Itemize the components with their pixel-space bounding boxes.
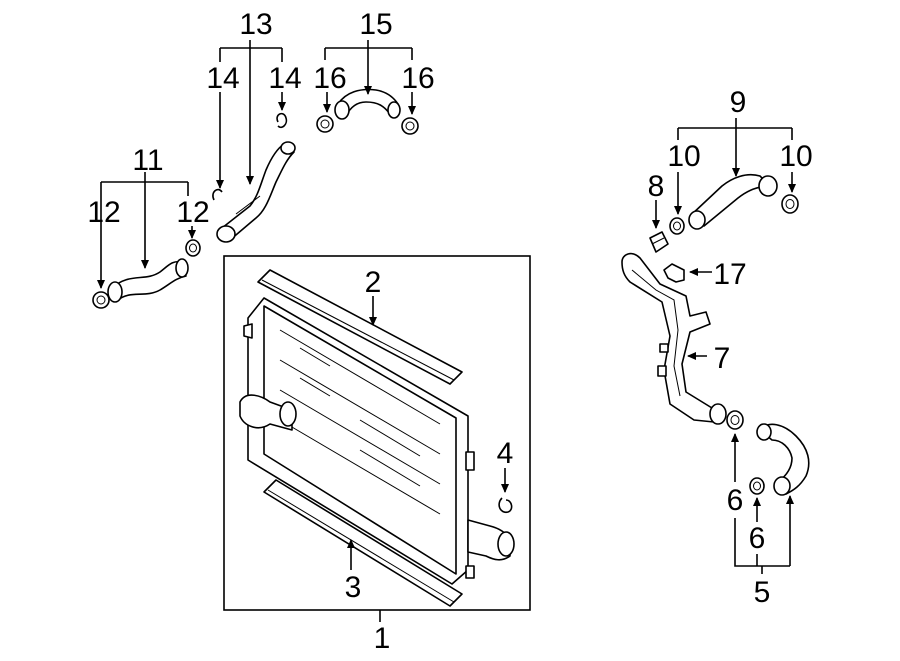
seal-12-right [185,239,201,257]
callout-14-right: 14 [268,62,301,95]
seal-16-left [316,115,334,133]
hose-11 [107,258,189,303]
callout-7: 7 [714,342,731,375]
seal-16-right [401,117,419,135]
callout-6-upper: 6 [727,484,744,517]
seal-strip-3 [263,479,463,607]
pipe-13 [216,141,296,243]
callout-12-right: 12 [176,196,209,229]
callout-17: 17 [713,258,746,291]
clamp-14-right [276,112,288,129]
hose-9 [688,173,778,230]
seal-10-left [669,217,685,235]
leader-bracket-5 [734,518,790,567]
callout-10-right: 10 [779,140,812,173]
callout-15: 15 [359,8,392,41]
seal-10-right [781,194,799,214]
seal-6-upper [726,410,744,430]
callout-9: 9 [730,86,747,119]
pipe-7 [621,252,727,425]
bracket-17 [663,263,685,283]
callout-16-right: 16 [401,62,434,95]
callout-8: 8 [648,170,665,203]
callout-1: 1 [374,622,391,655]
callout-16-left: 16 [313,62,346,95]
seal-strip-2 [257,269,463,385]
callout-10-left: 10 [667,140,700,173]
intercooler-box [223,255,531,611]
callout-6-lower: 6 [749,522,766,555]
callout-13: 13 [239,8,272,41]
callout-14-left: 14 [206,62,239,95]
seal-12-left [92,291,110,309]
callout-2: 2 [365,266,382,299]
intercooler-core [239,297,515,585]
callout-5: 5 [754,576,771,609]
clamp-4 [498,497,513,514]
clamp-8 [649,231,669,253]
callout-11: 11 [132,144,163,177]
seal-6-lower [749,477,765,495]
callout-3: 3 [345,571,362,604]
callout-4: 4 [497,437,514,470]
callout-12-left: 12 [87,196,120,229]
hose-5 [756,423,810,496]
clamp-14-left [212,188,223,201]
